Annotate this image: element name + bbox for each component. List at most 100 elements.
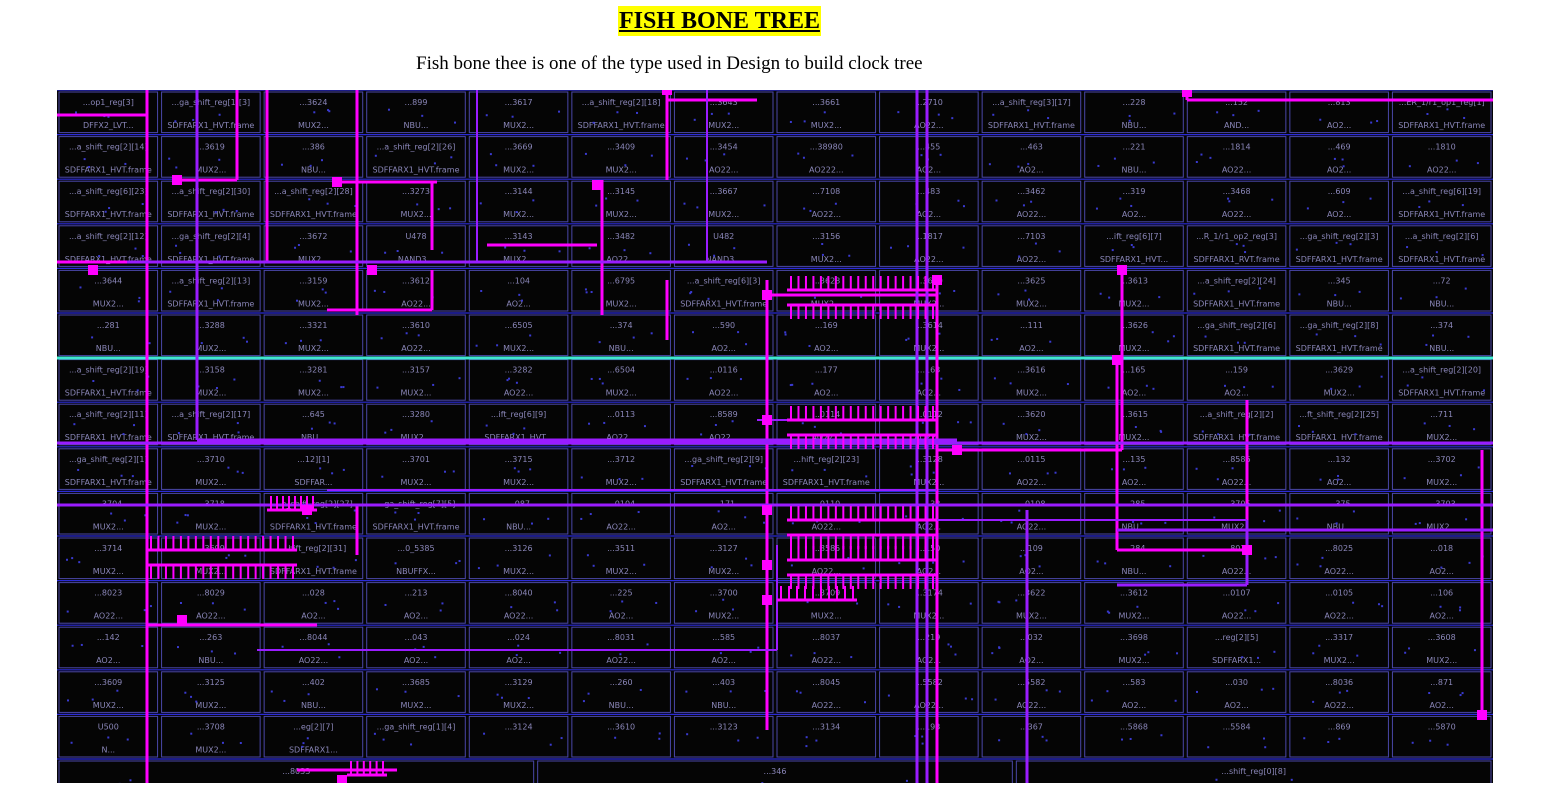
std-cell[interactable]: ...ift_reg[6][7]SDFFARX1_HVT...: [1084, 225, 1184, 267]
std-cell[interactable]: ...ga_shift_reg[1][4]: [366, 715, 466, 758]
std-cell[interactable]: ...469AO2...: [1289, 136, 1389, 178]
std-cell[interactable]: ...a_shift_reg[2][14]SDFFARX1_HVT.frame: [58, 136, 159, 178]
std-cell[interactable]: ...281NBU...: [58, 314, 159, 357]
std-cell[interactable]: ...ift_reg[6][9]SDFFARX1_HVT...: [468, 403, 569, 446]
std-cell[interactable]: ...ga_shift_reg[2][6]SDFFARX1_HVT.frame: [1186, 314, 1287, 357]
std-cell[interactable]: ...043AO2...: [366, 626, 466, 669]
std-cell[interactable]: ...375NBU...: [1289, 492, 1389, 535]
std-cell[interactable]: U500N...: [58, 715, 159, 758]
std-cell[interactable]: ...a_shift_reg[2][19]SDFFARX1_HVT.frame: [58, 359, 159, 401]
std-cell[interactable]: ...3610AO22...: [366, 314, 466, 357]
std-cell[interactable]: ...5582AO22...: [879, 671, 979, 713]
std-cell[interactable]: ...3685MUX2...: [366, 671, 466, 713]
std-cell[interactable]: ...a_shift_reg[2][2]SDFFARX1_HVT.frame: [1186, 403, 1287, 446]
std-cell[interactable]: ...3629MUX2...: [1289, 359, 1389, 401]
std-cell[interactable]: ...899NBU...: [366, 91, 466, 134]
std-cell[interactable]: ...0104AO22...: [571, 492, 671, 535]
std-cell[interactable]: ...3608MUX2...: [1391, 626, 1492, 669]
std-cell[interactable]: ...3321MUX2...: [263, 314, 364, 357]
std-cell[interactable]: ...3158MUX2...: [161, 359, 261, 401]
std-cell[interactable]: ...3624MUX2...: [263, 91, 364, 134]
std-cell[interactable]: ...219AO2...: [879, 626, 979, 669]
std-cell[interactable]: ...72NBU...: [1391, 269, 1492, 312]
std-cell[interactable]: ...8586AO22...: [1186, 448, 1287, 490]
std-cell[interactable]: ...3462AO22...: [981, 180, 1082, 223]
std-cell[interactable]: ...3714MUX2...: [58, 537, 159, 580]
std-cell[interactable]: ...3718MUX2...: [161, 492, 261, 535]
std-cell[interactable]: ...3124: [468, 715, 569, 758]
std-cell[interactable]: ...3610: [571, 715, 671, 758]
std-cell[interactable]: ...193: [879, 715, 979, 758]
std-cell[interactable]: ...106AO2...: [1391, 582, 1492, 624]
std-cell[interactable]: ...a_shift_reg[2][30]SDFFARX1_HVT.frame: [161, 180, 261, 223]
std-cell[interactable]: ...3134: [776, 715, 877, 758]
std-cell[interactable]: ...ga_shift_reg[2][9]SDFFARX1_HVT.frame: [673, 448, 774, 490]
std-cell[interactable]: ...3613MUX2...: [1084, 269, 1184, 312]
std-cell[interactable]: ...3705MUX2...: [1186, 492, 1287, 535]
std-cell[interactable]: ...285NBU...: [1084, 492, 1184, 535]
std-cell[interactable]: ...3273MUX2...: [366, 180, 466, 223]
std-cell[interactable]: ...3644MUX2...: [58, 269, 159, 312]
std-cell[interactable]: ...590AO2...: [673, 314, 774, 357]
std-cell[interactable]: ...871AO2...: [1391, 671, 1492, 713]
std-cell[interactable]: ...38980AO222...: [776, 136, 877, 178]
std-cell[interactable]: ...171AO2...: [673, 492, 774, 535]
std-cell[interactable]: ...7108AO22...: [776, 180, 877, 223]
std-cell[interactable]: ...386NBU...: [263, 136, 364, 178]
std-cell[interactable]: ...3703MUX2...: [1391, 492, 1492, 535]
std-cell[interactable]: ...030AO2...: [1186, 671, 1287, 713]
std-cell[interactable]: ...3174MUX2...: [879, 582, 979, 624]
std-cell[interactable]: ...3409MUX2...: [571, 136, 671, 178]
std-cell[interactable]: ...8036AO22...: [1289, 671, 1389, 713]
std-cell[interactable]: ...346: [537, 760, 1013, 783]
std-cell[interactable]: ...163AO2...: [879, 359, 979, 401]
std-cell[interactable]: ...5582AO22...: [981, 671, 1082, 713]
std-cell[interactable]: ...6505MUX2...: [468, 314, 569, 357]
std-cell[interactable]: ...ER_1/r1_op1_reg[1]SDFFARX1_HVT.frame: [1391, 91, 1492, 134]
std-cell[interactable]: ...0_5385NBUFFX...: [366, 537, 466, 580]
std-cell[interactable]: ...7103AO22...: [981, 225, 1082, 267]
std-cell[interactable]: ...3282AO22...: [468, 359, 569, 401]
std-cell[interactable]: ...3612AO22...: [366, 269, 466, 312]
std-cell[interactable]: ...a_shift_reg[2][12]SDFFARX1_HVT.frame: [58, 225, 159, 267]
std-cell[interactable]: ...177AO2...: [776, 359, 877, 401]
std-cell[interactable]: ...3288MUX2...: [161, 314, 261, 357]
std-cell[interactable]: ...a_shift_reg[6][3]SDFFARX1_HVT.frame: [673, 269, 774, 312]
std-cell[interactable]: ...3616MUX2...: [981, 359, 1082, 401]
std-cell[interactable]: ...3615MUX2...: [1084, 403, 1184, 446]
std-cell[interactable]: ...3708MUX2...: [161, 715, 261, 758]
std-cell[interactable]: ...0112AO22...: [879, 403, 979, 446]
std-cell[interactable]: ...3612MUX2...: [1084, 582, 1184, 624]
std-cell[interactable]: ...0114AO22...: [776, 403, 877, 446]
std-cell[interactable]: ...hift_reg[2][23]SDFFARX1_HVT.frame: [776, 448, 877, 490]
std-cell[interactable]: ...3125MUX2...: [161, 671, 261, 713]
std-cell[interactable]: ...a_shift_reg[2][6]SDFFARX1_HVT.frame: [1391, 225, 1492, 267]
std-cell[interactable]: ...8044AO22...: [263, 626, 364, 669]
std-cell[interactable]: ...3643MUX2...: [673, 91, 774, 134]
std-cell[interactable]: ...3129MUX2...: [468, 671, 569, 713]
std-cell[interactable]: ...3617MUX2...: [468, 91, 569, 134]
std-cell[interactable]: ...869: [1289, 715, 1389, 758]
std-cell[interactable]: ...a_shift_reg[2][17]SDFFARX1_HVT.frame: [161, 403, 261, 446]
std-cell[interactable]: ...12][1]SDFFAR...: [263, 448, 364, 490]
std-cell[interactable]: ...263NBU...: [161, 626, 261, 669]
std-cell[interactable]: ...3281MUX2...: [263, 359, 364, 401]
std-cell[interactable]: ...0105AO22...: [1289, 582, 1389, 624]
std-cell[interactable]: ...1814AO22...: [1186, 136, 1287, 178]
std-cell[interactable]: ...8019AO22...: [1186, 537, 1287, 580]
std-cell[interactable]: ...0108AO22...: [981, 492, 1082, 535]
std-cell[interactable]: ...3159MUX2...: [263, 269, 364, 312]
std-cell[interactable]: ...shift_reg[0][8]: [1015, 760, 1492, 783]
std-cell[interactable]: ...8031AO22...: [571, 626, 671, 669]
std-cell[interactable]: ...3145MUX2...: [571, 180, 671, 223]
std-cell[interactable]: ...403NBU...: [673, 671, 774, 713]
std-cell[interactable]: ...3704MUX2...: [58, 492, 159, 535]
std-cell[interactable]: ...150AO2...: [879, 537, 979, 580]
std-cell[interactable]: ...ga_shift_reg[7][5]SDFFARX1_HVT.frame: [366, 492, 466, 535]
std-cell[interactable]: ...711MUX2...: [1391, 403, 1492, 446]
std-cell[interactable]: ...R_1/r1_op2_reg[3]SDFFARX1_RVT.frame: [1186, 225, 1287, 267]
std-cell[interactable]: ...3625MUX2...: [981, 269, 1082, 312]
std-cell[interactable]: ...3156MUX2...: [776, 225, 877, 267]
std-cell[interactable]: ...8033: [58, 760, 535, 783]
std-cell[interactable]: ...ga_shift_reg[2][4]SDFFARX1_HVT.frame: [161, 225, 261, 267]
